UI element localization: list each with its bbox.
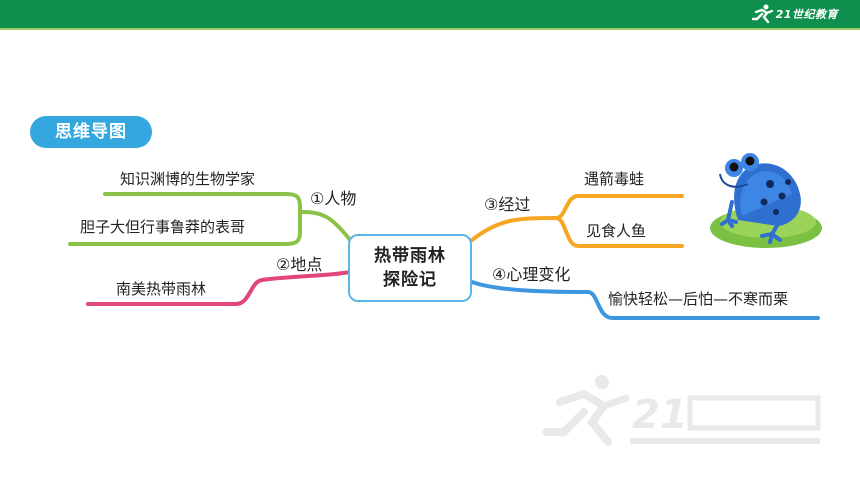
runner-logo-icon [751,4,773,24]
mind-map-badge: 思维导图 [30,116,152,148]
frog-illustration [710,153,822,248]
center-topic: 热带雨林 探险记 [348,234,472,302]
top-bar [0,0,860,28]
center-topic-line2: 探险记 [383,270,437,290]
leaf-characters-1: 知识渊博的生物学家 [120,170,256,188]
branch-label-mood: ④心理变化 [492,265,571,284]
branch-line-characters [103,192,352,242]
leaf-place-1: 南美热带雨林 [116,280,207,298]
branch-line-process-2 [554,216,684,248]
branch-line-mood [470,280,820,320]
brand-logo: 21世纪教育 [751,3,838,25]
leaf-process-2: 见食人鱼 [586,222,647,240]
leaf-mood-1: 愉快轻松—后怕—不寒而栗 [608,290,789,308]
leaf-process-1: 遇箭毒蛙 [584,170,645,188]
brand-text: 21世纪教育 [775,8,838,21]
branch-label-process: ③经过 [484,195,531,214]
branch-line-place [86,270,352,306]
svg-text:21: 21 [632,392,688,438]
branch-label-place: ②地点 [276,255,323,274]
watermark-logo: 21 [542,375,821,446]
branch-line-characters-2 [68,210,302,246]
branch-label-characters: ①人物 [310,189,357,208]
leaf-characters-2: 胆子大但行事鲁莽的表哥 [80,218,246,236]
top-bar-accent [0,28,860,30]
center-topic-line1: 热带雨林 [374,246,446,266]
